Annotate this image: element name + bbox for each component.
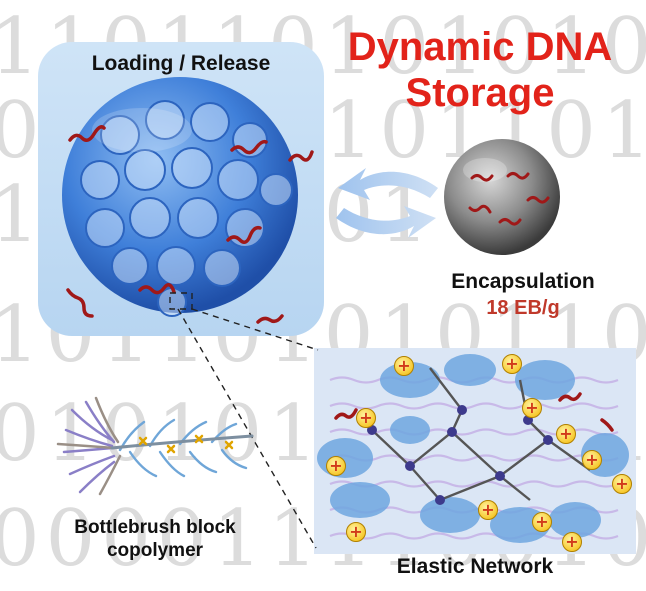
porous-sphere — [62, 77, 298, 317]
positive-charge-icon: + — [582, 450, 602, 470]
encapsulation-label: Encapsulation — [451, 270, 595, 293]
positive-charge-icon: + — [532, 512, 552, 532]
positive-charge-icon: + — [356, 408, 376, 428]
storage-capacity: 18 EB/g — [486, 297, 560, 319]
positive-charge-icon: + — [478, 500, 498, 520]
positive-charge-icon: + — [562, 532, 582, 552]
encapsulation-sphere — [444, 139, 560, 255]
positive-charge-icon: + — [394, 356, 414, 376]
elastic-network-label: Elastic Network — [396, 555, 554, 578]
positive-charge-icon: + — [346, 522, 366, 542]
positive-charge-icon: + — [326, 456, 346, 476]
figure-title: Dynamic DNA Storage — [347, 25, 613, 115]
zoom-guide-lines — [169, 292, 319, 549]
exchange-arrows — [336, 168, 438, 238]
positive-charge-icon: + — [556, 424, 576, 444]
bottlebrush-label: Bottlebrush block copolymer — [74, 517, 236, 561]
loading-release-label: Loading / Release — [91, 52, 271, 75]
dna-strands-loading — [66, 125, 314, 324]
positive-charge-icon: + — [502, 354, 522, 374]
positive-charge-icon: + — [522, 398, 542, 418]
positive-charge-icon: + — [612, 474, 632, 494]
elastic-network — [317, 354, 629, 543]
bottlebrush-copolymer — [56, 396, 254, 496]
